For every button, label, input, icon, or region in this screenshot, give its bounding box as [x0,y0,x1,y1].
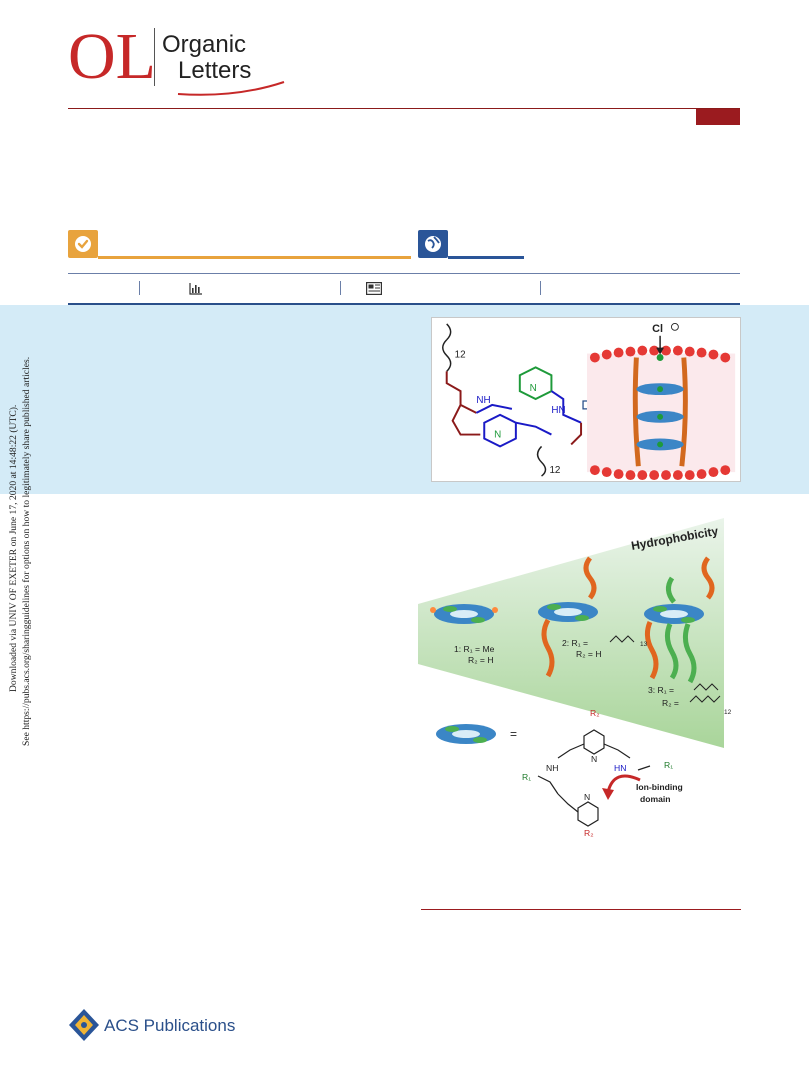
header-rule [68,108,740,109]
bar-chart-icon[interactable] [189,282,203,295]
chain-length-label-top: 12 [455,350,466,361]
pyridine-n-bottom: N [584,792,590,802]
acs-logo-icon[interactable] [68,1008,100,1042]
journal-logo-mark[interactable]: OL [68,22,154,88]
open-access-badge[interactable] [68,230,98,258]
compound-3-r2: R₂ = [662,698,679,708]
macrocycle-3 [644,556,715,684]
logo-separator [154,28,155,86]
article-icon[interactable] [366,282,382,295]
download-notice-line2: See https://pubs.acs.org/sharingguidelin… [21,357,32,746]
journal-name-line2: Letters [178,57,252,84]
metrics-divider [139,281,140,295]
compound-3-chain [689,683,721,703]
r2-top-label: R₂ [590,708,600,718]
metrics-divider [540,281,541,295]
r2-bottom-label: R₂ [584,828,594,838]
pyridine-n-label-bottom: N [494,430,501,441]
hydrophobicity-wedge [418,518,724,748]
amide-nh-label: NH [476,395,490,406]
r1-right-label: R₁ [664,760,673,770]
compound-1-r2: R₂ = H [468,655,494,665]
download-notice: Downloaded via UNIV OF EXETER on June 17… [8,357,32,746]
compound-1-r1: 1: R₁ = Me [454,644,495,654]
chain-length-label-bottom: 12 [549,465,560,476]
compound-2-chain-sub: 13 [640,641,648,648]
macrocycle-1 [430,604,498,624]
hn-right-label: HN [614,763,626,773]
macrocycle-2 [538,556,598,678]
open-access-underline [98,256,411,259]
nh-left-label: NH [546,763,558,773]
amide-hn-label: HN [551,405,565,416]
metrics-bar-bottom-rule [68,303,740,305]
lipid-bilayer-channel: Cl [586,323,736,481]
metrics-bar-top-rule [68,273,740,274]
ion-binding-label-1: Ion-binding [636,782,683,792]
macrocycle-legend: = [436,724,517,744]
download-notice-line1: Downloaded via UNIV OF EXETER on June 17… [8,405,19,692]
metrics-divider [340,281,341,295]
legend-equals: = [510,727,517,741]
r1-left-label: R₁ [522,772,531,782]
macrocycle-structure: 12 NH N HN N 12 [442,323,583,477]
compound-2-chain [609,635,635,643]
pyridine-n-top: N [591,754,597,764]
chloride-label: Cl [652,323,663,335]
compound-3-chain-sub: 12 [724,709,732,716]
compound-2-r2: R₂ = H [576,649,602,659]
toc-graphic[interactable]: 12 NH N HN N 12 [431,317,741,482]
publisher-name: ACS Publications [104,1016,236,1035]
article-type-tab [696,109,740,125]
compound-2-r1: 2: R₁ = [562,638,588,648]
figure-1[interactable]: Hydrophobicity 1: R₁ = Me R₂ = H 2: R₁ =… [418,518,742,838]
check-circle-icon [75,236,91,252]
pyridine-n-label-top: N [530,383,537,394]
footnote-rule [421,909,741,910]
macrocycle-structure-figure: R₂ N NH HN R₁ R₁ Ion-binding domain N R₂ [522,708,683,838]
compound-3-r1: 3: R₁ = [648,685,674,695]
ion-binding-label-2: domain [640,794,671,804]
logo-swoosh [177,81,285,96]
logo-mark-text: OL [68,22,154,88]
license-underline [448,256,524,259]
journal-name-line1: Organic [162,31,247,58]
license-badge[interactable] [418,230,448,258]
globe-icon [425,236,441,252]
